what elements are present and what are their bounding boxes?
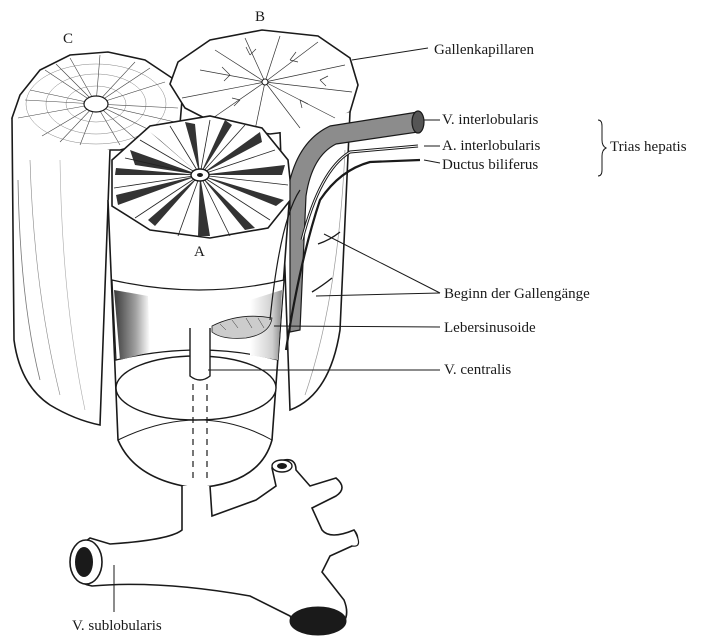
label-beginn-gallengaenge: Beginn der Gallengänge bbox=[444, 286, 590, 302]
label-ductus-biliferus: Ductus biliferus bbox=[442, 157, 538, 173]
label-trias-hepatis: Trias hepatis bbox=[610, 139, 687, 155]
label-letter-c: C bbox=[63, 31, 73, 47]
label-a-interlobularis: A. interlobularis bbox=[442, 138, 540, 154]
label-letter-a: A bbox=[194, 244, 205, 260]
lobule-a bbox=[108, 116, 292, 488]
label-v-centralis: V. centralis bbox=[444, 362, 511, 378]
label-gallenkapillaren: Gallenkapillaren bbox=[434, 42, 534, 58]
label-letter-b: B bbox=[255, 9, 265, 25]
label-v-sublobularis: V. sublobularis bbox=[72, 618, 162, 634]
label-v-interlobularis: V. interlobularis bbox=[442, 112, 538, 128]
label-lebersinusoide: Lebersinusoide bbox=[444, 320, 536, 336]
